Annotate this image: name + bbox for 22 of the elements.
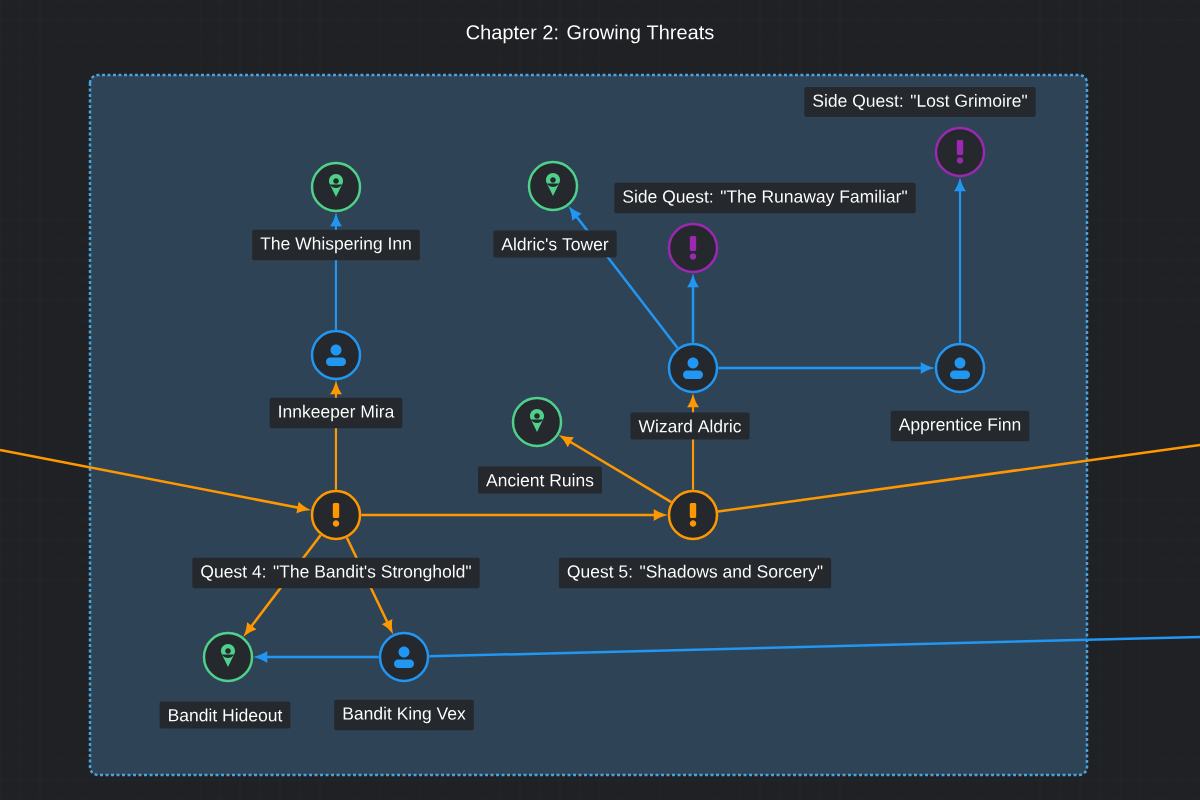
arrow	[688, 276, 698, 343]
arrow	[955, 180, 965, 343]
node-label: Quest 4: "The Bandit's Stronghold"	[192, 557, 480, 589]
arrow	[569, 208, 679, 349]
node-label: Quest 5: "Shadows and Sorcery"	[558, 557, 832, 589]
node-label: Bandit King Vex	[334, 699, 474, 731]
arrow	[256, 652, 379, 662]
node-label: Aldric's Tower	[493, 230, 617, 258]
arrow	[361, 510, 665, 520]
node-label: Bandit Hideout	[159, 701, 291, 729]
node-label: Wizard Aldric	[630, 412, 750, 440]
node-label: Innkeeper Mira	[269, 397, 403, 429]
node-label: Side Quest: "Lost Grimoire"	[804, 87, 1036, 117]
arrow	[561, 436, 672, 504]
node-label: Apprentice Finn	[890, 410, 1030, 442]
arrow	[0, 448, 308, 513]
node-label: Side Quest: "The Runaway Familiar"	[614, 182, 916, 214]
arrow	[718, 363, 932, 373]
chapter-title: Chapter 2: Growing Threats	[466, 24, 714, 44]
node-label: Ancient Ruins	[478, 466, 602, 494]
arrow	[688, 396, 698, 490]
node-label: The Whispering Inn	[252, 229, 420, 261]
